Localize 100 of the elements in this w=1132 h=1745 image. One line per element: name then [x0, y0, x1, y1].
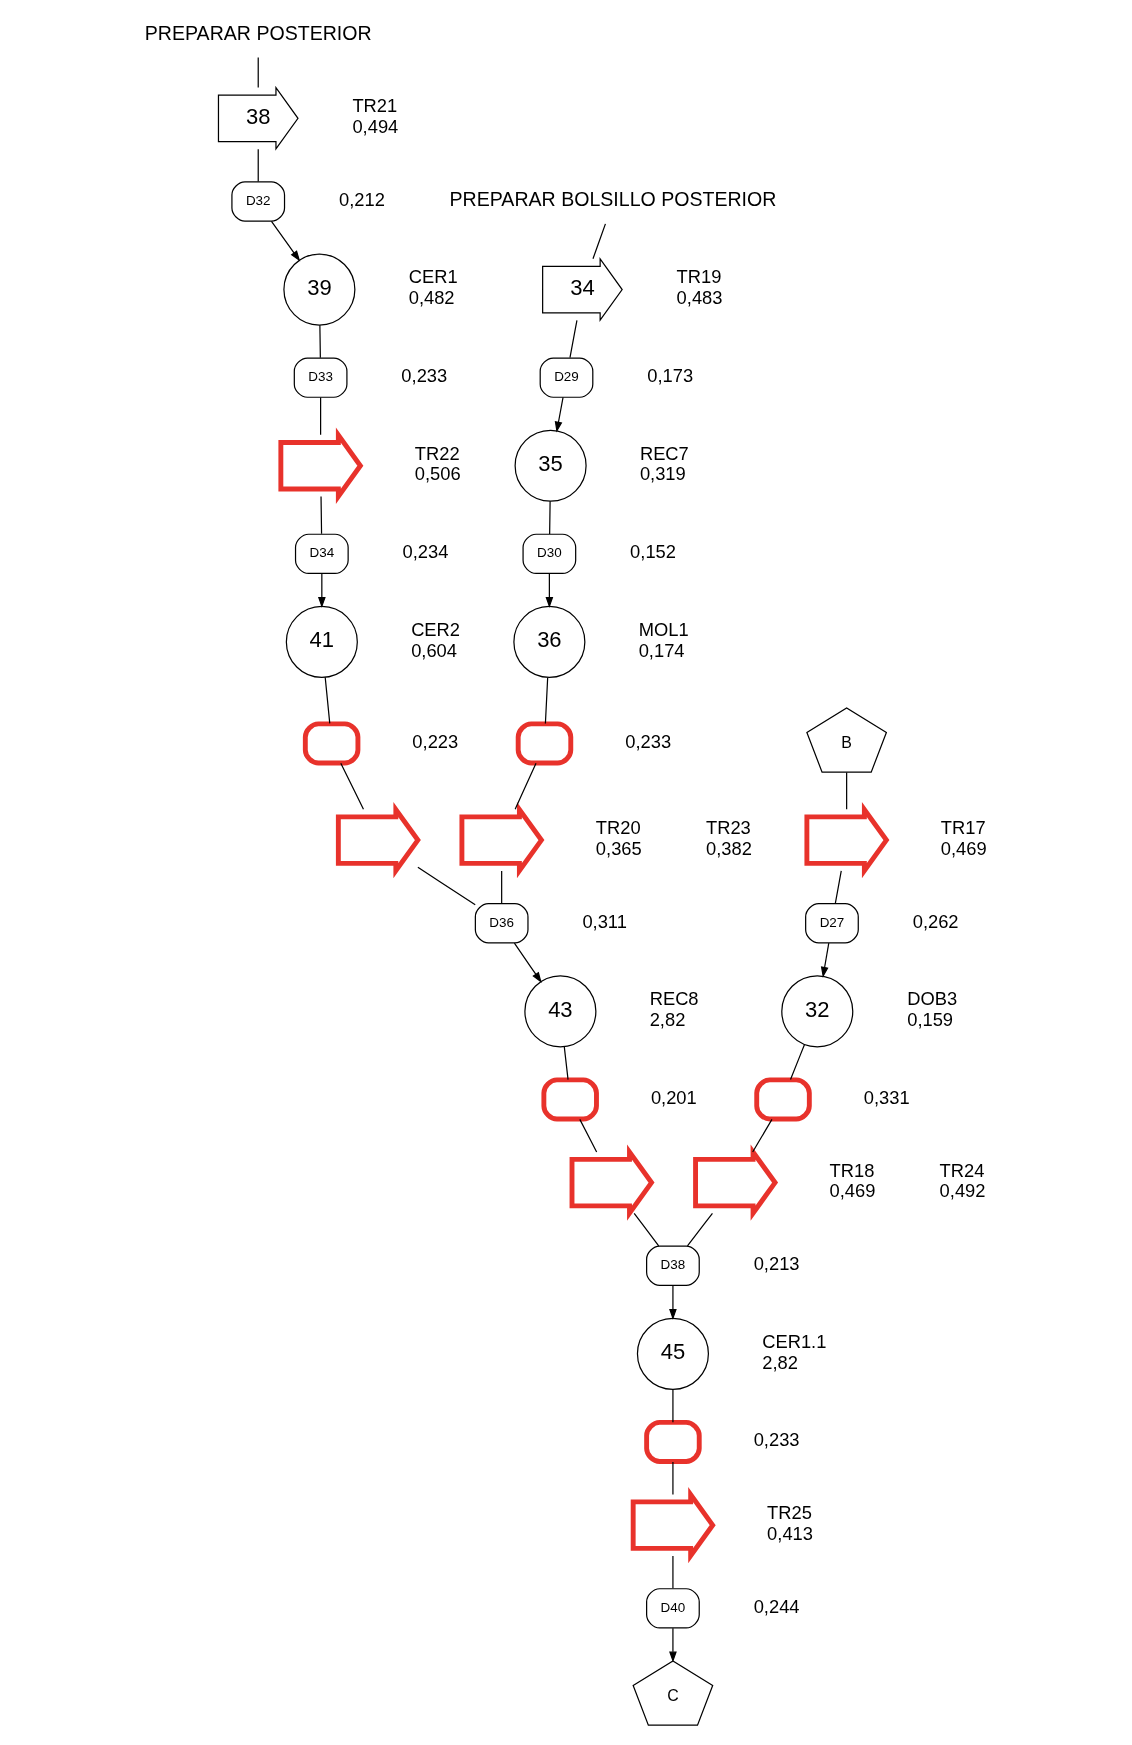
connector: [544, 677, 548, 725]
node-label: 0,159: [906, 1009, 953, 1031]
node-arrow: [630, 1487, 716, 1564]
node-label: MOL1: [638, 618, 689, 640]
node-arrow: [803, 801, 889, 879]
arrow: [668, 1627, 677, 1663]
node-box: D27: [804, 903, 859, 944]
node-delay: [643, 1419, 702, 1464]
node-label: 0,262: [912, 910, 959, 932]
connector: [789, 1043, 805, 1081]
node-label: 0,311: [581, 910, 627, 932]
connector: [257, 148, 259, 183]
node-label: 0,212: [338, 188, 385, 210]
node-arrow: [458, 801, 544, 879]
connector: [578, 1118, 597, 1153]
node-label: 0,604: [410, 639, 457, 661]
arrow: [513, 942, 542, 983]
connector: [500, 870, 502, 904]
node-label: 0,331: [863, 1086, 910, 1108]
connector: [591, 223, 606, 260]
node-label: 0,483: [676, 287, 722, 309]
connector: [319, 495, 322, 535]
connector: [257, 56, 259, 89]
node-label: 0,319: [639, 463, 686, 485]
node-label: DOB3: [906, 988, 957, 1010]
node-label: 0,382: [705, 837, 752, 859]
node-label: TR23: [705, 816, 751, 838]
node-label: 0,233: [624, 730, 671, 752]
node-label: TR19: [676, 266, 721, 288]
connector: [751, 1118, 773, 1153]
node-label: CER1: [408, 266, 458, 288]
node-arrow: [335, 801, 421, 879]
node-circle: 41: [285, 605, 358, 678]
node-circle: 39: [282, 253, 355, 326]
node-arrow: [569, 1144, 655, 1221]
arrow: [554, 396, 564, 433]
node-label: 0,244: [753, 1595, 800, 1617]
node-label: 0,506: [414, 463, 461, 485]
connector: [324, 676, 330, 724]
connector: [563, 1046, 569, 1081]
node-label: TR20: [595, 816, 641, 838]
node-delay: [753, 1077, 812, 1122]
node-box: D30: [521, 533, 576, 574]
node-label: REC8: [649, 988, 699, 1010]
node-label: 0,201: [650, 1086, 697, 1108]
node-label: 2,82: [649, 1009, 685, 1031]
node-label: 0,234: [402, 541, 448, 563]
connector: [548, 500, 551, 535]
node-label: 2,82: [761, 1351, 798, 1373]
node-circle: 45: [636, 1317, 709, 1390]
node-circle: 43: [523, 975, 596, 1048]
node-label: 0,174: [638, 639, 685, 661]
node-label: 0,482: [408, 287, 455, 309]
node-box: D36: [474, 903, 529, 944]
node-label: REC7: [639, 442, 689, 464]
node-box: D29: [539, 357, 593, 398]
connector: [671, 1555, 674, 1589]
node-label: CER1.1: [761, 1330, 826, 1352]
connector: [318, 324, 321, 359]
node-text: PREPARAR BOLSILLO POSTERIOR: [449, 188, 776, 211]
node-label: 0,469: [829, 1180, 875, 1202]
node-label: TR21: [351, 95, 397, 117]
node-label: TR18: [829, 1159, 874, 1181]
node-label: TR22: [414, 442, 460, 464]
node-label: 0,492: [939, 1180, 985, 1202]
node-circle: 35: [514, 429, 587, 502]
node-label: 0,173: [646, 364, 693, 386]
connector: [319, 396, 321, 436]
node-label: CER2: [410, 618, 460, 640]
node-label: 0,223: [411, 730, 458, 752]
node-box: D32: [230, 181, 285, 222]
connector: [845, 771, 847, 810]
node-arrow: [692, 1144, 778, 1221]
node-box: D38: [645, 1245, 700, 1286]
node-label: TR24: [939, 1159, 984, 1181]
node-circle: 36: [512, 605, 585, 678]
connector: [514, 762, 537, 810]
node-delay: [540, 1077, 599, 1122]
connector: [671, 1461, 674, 1496]
connector: [834, 870, 842, 904]
node-label: TR25: [766, 1502, 812, 1524]
arrow: [668, 1285, 677, 1321]
node-label: 0,413: [766, 1522, 813, 1544]
arrow: [545, 573, 553, 609]
arrow: [317, 573, 326, 609]
connector: [339, 762, 364, 810]
node-arrow: [277, 427, 363, 504]
node-label: TR17: [940, 816, 986, 838]
node-box: D40: [645, 1588, 700, 1629]
connector: [568, 319, 578, 359]
arrow: [270, 220, 300, 262]
node-label: 0,469: [940, 837, 987, 859]
node-label: 0,365: [595, 837, 642, 859]
node-label: 0,152: [629, 541, 676, 563]
connector: [416, 866, 476, 906]
arrow: [820, 942, 829, 978]
node-box: D33: [293, 357, 348, 398]
node-circle: 32: [780, 975, 853, 1048]
node-box: D34: [294, 533, 349, 574]
node-delay: [302, 721, 360, 766]
